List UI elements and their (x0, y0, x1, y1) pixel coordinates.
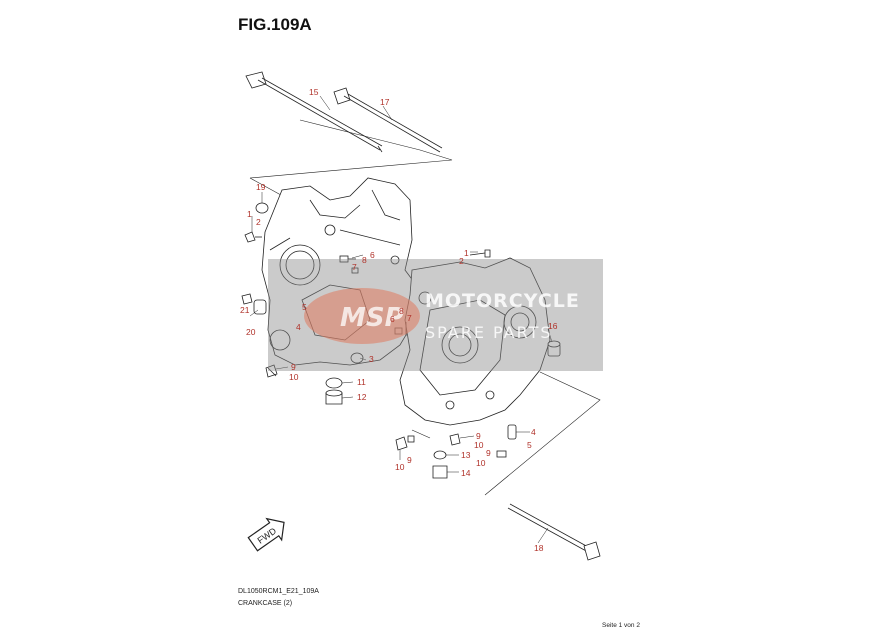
fittings-5-6-7-8-left[interactable] (339, 255, 359, 274)
plug-14[interactable] (432, 465, 448, 479)
callout-4-left[interactable]: 4 (296, 322, 301, 332)
plug-12[interactable] (325, 389, 343, 405)
bolt-18[interactable] (507, 503, 601, 561)
callout-9-left[interactable]: 9 (291, 362, 296, 372)
dowel-pin-19[interactable] (255, 202, 269, 214)
watermark-logo-text: MSP (340, 303, 404, 333)
callout-13[interactable]: 13 (461, 450, 471, 460)
callout-7-right[interactable]: 7 (407, 313, 412, 323)
callout-4-right[interactable]: 4 (531, 427, 536, 437)
callout-17[interactable]: 17 (380, 97, 390, 107)
callout-2-left[interactable]: 2 (256, 217, 261, 227)
bolt-9-10-lower[interactable] (395, 433, 507, 458)
callout-9-lower-a[interactable]: 9 (476, 431, 481, 441)
dowel-pin-16[interactable] (547, 340, 561, 357)
washer-11[interactable] (325, 377, 343, 389)
callout-7-left[interactable]: 7 (352, 262, 357, 272)
callout-9-lower-b[interactable]: 9 (407, 455, 412, 465)
callout-14[interactable]: 14 (461, 468, 471, 478)
callout-1-left[interactable]: 1 (247, 209, 252, 219)
callout-21[interactable]: 21 (240, 305, 250, 315)
callout-15[interactable]: 15 (309, 87, 319, 97)
callout-labels: 15 17 19 1 2 6 8 7 5 4 21 20 9 10 3 11 1… (240, 87, 558, 553)
page-indicator: Seite 1 von 2 (602, 622, 640, 629)
fwd-arrow-icon: FWD (247, 517, 285, 552)
watermark-logo-icon (304, 288, 420, 344)
bolt-9-10-left[interactable] (265, 364, 278, 378)
callout-6-left[interactable]: 6 (370, 250, 375, 260)
callout-20[interactable]: 20 (246, 327, 256, 337)
callout-9-lower-c[interactable]: 9 (486, 448, 491, 458)
watermark-line1: MOTORCYCLE (425, 290, 580, 312)
callout-12[interactable]: 12 (357, 392, 367, 402)
oring-3[interactable] (350, 352, 364, 364)
bolt-1-2-right[interactable] (469, 249, 491, 258)
callout-11[interactable]: 11 (357, 377, 366, 387)
callout-8-left[interactable]: 8 (362, 255, 367, 265)
bolt-15[interactable] (245, 71, 383, 153)
callout-19[interactable]: 19 (256, 182, 266, 192)
washer-13[interactable] (433, 450, 447, 460)
callout-5-right[interactable]: 5 (527, 440, 532, 450)
drawing-code: DL1050RCM1_E21_109A (238, 588, 319, 595)
callout-2-right[interactable]: 2 (459, 256, 464, 266)
part-group-name: CRANKCASE (2) (238, 600, 293, 607)
callout-6-right[interactable]: 6 (390, 314, 395, 324)
callout-10-lower-c[interactable]: 10 (476, 458, 486, 468)
callout-1-right[interactable]: 1 (464, 248, 469, 258)
bolt-17[interactable] (333, 87, 443, 153)
watermark: MSP MOTORCYCLE SPARE PARTS (268, 259, 603, 371)
callout-10-lower-a[interactable]: 10 (474, 440, 484, 450)
callout-16[interactable]: 16 (548, 321, 558, 331)
callout-3[interactable]: 3 (369, 354, 374, 364)
callout-10-left[interactable]: 10 (289, 372, 299, 382)
callout-5-left[interactable]: 5 (302, 302, 307, 312)
callout-10-lower-b[interactable]: 10 (395, 462, 405, 472)
callout-8-right[interactable]: 8 (399, 306, 404, 316)
watermark-line2: SPARE PARTS (425, 323, 553, 342)
callout-18[interactable]: 18 (534, 543, 544, 553)
crankcase-right-half[interactable] (399, 257, 551, 426)
figure-title: FIG.109A (238, 15, 312, 34)
oil-jet-4-5[interactable] (507, 424, 517, 440)
bolt-1-2-left[interactable] (244, 231, 262, 243)
